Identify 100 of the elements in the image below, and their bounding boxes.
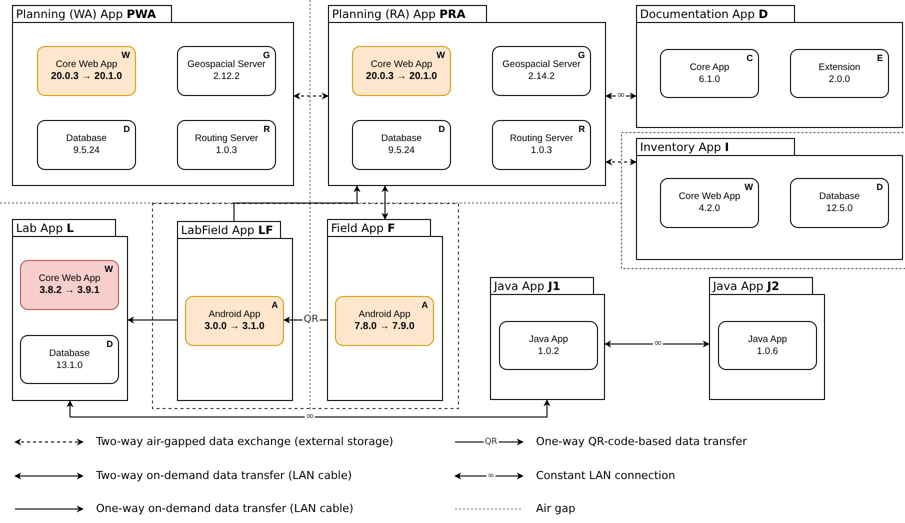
type-letter: D — [876, 182, 883, 192]
type-letter: W — [104, 264, 113, 274]
type-letter: D — [124, 124, 130, 134]
app-folder — [490, 277, 605, 400]
app-title: Lab App L — [16, 220, 74, 236]
type-letter: A — [272, 300, 278, 310]
type-letter: C — [746, 53, 753, 63]
connector-arrow — [604, 340, 710, 348]
component-name: Core Web App — [370, 59, 432, 71]
app-folder — [328, 5, 606, 186]
version-number: 2.12.2 — [213, 71, 240, 83]
app-title: LabField App LF — [181, 222, 274, 238]
component-name: Routing Server — [194, 133, 258, 145]
component-box — [492, 46, 591, 96]
app-title: Java App J1 — [494, 278, 560, 294]
component-name: Database — [819, 191, 860, 203]
component-name: Geospacial Server — [502, 59, 581, 71]
type-letter: D — [438, 124, 445, 134]
legend-text: One-way on-demand data transfer (LAN cable) — [96, 502, 354, 515]
version-number: 1.0.3 — [530, 145, 552, 157]
version-number: 12.5.0 — [826, 203, 853, 215]
component-box — [20, 335, 119, 384]
component-box — [177, 120, 276, 170]
app-folder — [327, 219, 443, 401]
component-box — [790, 49, 889, 98]
version-number: 1.0.3 — [216, 145, 238, 157]
legend-text: One-way QR-code-based data transfer — [536, 435, 747, 448]
component-name: Android App — [358, 309, 410, 321]
component-box — [177, 46, 276, 96]
component-box — [37, 120, 136, 170]
connector-arrow — [66, 399, 550, 418]
version-number: 2.14.2 — [528, 71, 555, 83]
version-number: 20.0.3 → 20.1.0 — [366, 71, 438, 83]
component-name: Routing Server — [510, 133, 574, 145]
type-letter: G — [262, 50, 270, 60]
connector-arrow — [605, 158, 637, 166]
version-number: 3.8.2 → 3.9.1 — [39, 285, 100, 297]
connector-arrow — [293, 92, 329, 100]
version-number: 9.5.24 — [73, 145, 100, 157]
app-title: Inventory App I — [640, 139, 729, 155]
type-letter: W — [744, 182, 753, 192]
type-letter: R — [578, 124, 585, 134]
type-letter: G — [578, 50, 585, 60]
component-box — [335, 296, 434, 346]
component-name: Geospacial Server — [187, 59, 266, 71]
legend-text: Constant LAN connection — [536, 469, 676, 482]
app-title: Field App F — [331, 220, 396, 236]
component-name: Core App — [690, 62, 730, 74]
app-title: Planning (WA) App PWA — [16, 6, 156, 22]
component-box — [492, 120, 591, 170]
app-folder — [12, 219, 128, 401]
version-number: 6.1.0 — [698, 74, 720, 86]
component-name: Core Web App — [38, 273, 100, 285]
component-name: Database — [49, 348, 90, 360]
version-number: 20.0.3 → 20.1.0 — [50, 71, 122, 83]
app-title: Planning (RA) App PRA — [332, 6, 466, 22]
component-name: Extension — [818, 62, 860, 74]
component-name: Core Web App — [678, 191, 740, 203]
component-name: Database — [381, 133, 422, 145]
component-name: Core Web App — [56, 59, 118, 71]
component-box — [37, 46, 136, 96]
type-letter: E — [876, 53, 883, 63]
edge-label: QR — [302, 315, 320, 325]
app-title: Java App J2 — [713, 278, 780, 294]
version-number: 7.8.0 → 7.9.0 — [354, 321, 415, 333]
component-box — [20, 260, 119, 310]
type-letter: D — [106, 339, 113, 349]
app-folder — [12, 5, 294, 186]
app-title: Documentation App D — [640, 6, 768, 22]
component-box — [185, 296, 284, 346]
app-folder — [177, 221, 293, 401]
component-box — [660, 178, 759, 228]
component-name: Java App — [528, 334, 568, 346]
version-number: 13.1.0 — [56, 360, 83, 372]
version-number: 1.0.6 — [756, 346, 778, 358]
component-box — [790, 178, 889, 228]
legend-text: Air gap — [536, 502, 576, 515]
type-letter: A — [422, 300, 428, 310]
legend-sample-label: QR — [484, 437, 498, 447]
app-folder — [709, 277, 825, 400]
component-box — [660, 49, 759, 98]
component-name: Java App — [748, 334, 788, 346]
connector-arrow — [234, 185, 360, 222]
version-number: 3.0.0 → 3.1.0 — [204, 321, 265, 333]
type-letter: R — [264, 124, 270, 134]
component-box — [352, 46, 451, 96]
legend-text: Two-way on-demand data transfer (LAN cable) — [96, 469, 352, 482]
component-box — [499, 321, 598, 370]
version-number: 9.5.24 — [388, 145, 415, 157]
component-box — [718, 321, 817, 370]
component-name: Android App — [208, 309, 260, 321]
app-folder — [636, 138, 903, 260]
version-number: 2.0.0 — [828, 74, 850, 86]
version-number: 4.2.0 — [698, 203, 720, 215]
type-letter: W — [436, 50, 445, 60]
version-number: 1.0.2 — [538, 346, 560, 358]
connector-arrow — [382, 185, 388, 220]
component-name: Database — [66, 133, 107, 145]
connector-arrow — [127, 316, 178, 324]
type-letter: W — [122, 50, 130, 60]
